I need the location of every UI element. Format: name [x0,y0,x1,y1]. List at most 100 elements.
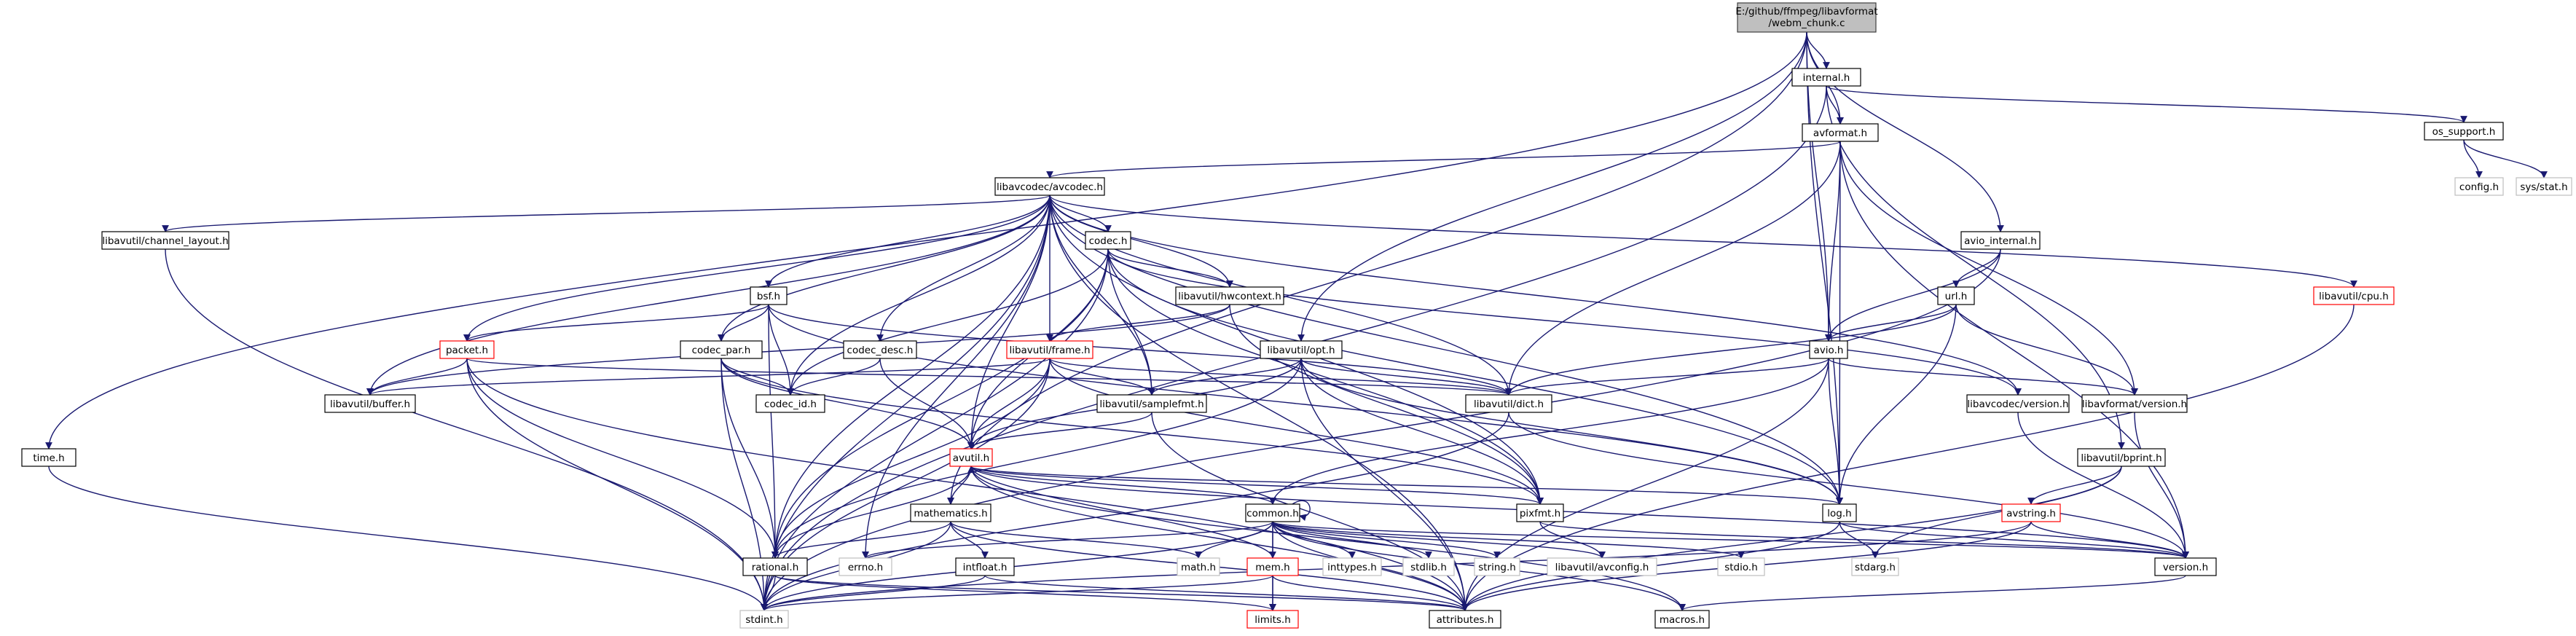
node-box-inttypes[interactable] [1322,557,1382,576]
node-box-macros[interactable] [1654,610,1710,629]
node-box-limits[interactable] [1246,610,1299,629]
node-box-stdio[interactable] [1717,557,1765,576]
node-box-avstring[interactable] [2001,503,2061,522]
node-box-bprint[interactable] [2077,448,2166,467]
node-box-chlayout[interactable] [101,231,229,250]
node-chlayout[interactable]: libavutil/channel_layout.h [101,231,229,250]
node-intfloat[interactable]: intfloat.h [955,557,1015,576]
node-box-dict[interactable] [1465,394,1552,413]
node-box-attributes[interactable] [1429,610,1501,629]
node-avstring[interactable]: avstring.h [2001,503,2061,522]
node-log[interactable]: log.h [1822,503,1857,522]
node-samplefmt[interactable]: libavutil/samplefmt.h [1096,394,1207,413]
node-box-cpu[interactable] [2313,286,2395,305]
node-avutil[interactable]: avutil.h [949,448,993,467]
node-box-frame[interactable] [1006,340,1093,359]
node-errno[interactable]: errno.h [839,557,892,576]
node-cpu[interactable]: libavutil/cpu.h [2313,286,2395,305]
node-buffer[interactable]: libavutil/buffer.h [324,394,416,413]
node-common[interactable]: common.h [1245,503,1300,522]
node-box-root[interactable] [1737,2,1877,33]
node-box-internal[interactable] [1791,68,1861,87]
node-packet[interactable]: packet.h [439,340,495,359]
node-lavc_version[interactable]: libavcodec/version.h [1966,394,2070,413]
node-dict[interactable]: libavutil/dict.h [1465,394,1552,413]
node-box-avconfig[interactable] [1547,557,1657,576]
node-box-rational[interactable] [742,557,808,576]
node-attributes[interactable]: attributes.h [1429,610,1501,629]
node-hwcontext[interactable]: libavutil/hwcontext.h [1175,286,1284,305]
node-mathematics[interactable]: mathematics.h [910,503,991,522]
node-avio_internal[interactable]: avio_internal.h [1960,231,2041,250]
node-box-avcodec[interactable] [994,177,1105,196]
node-box-time[interactable] [21,448,76,467]
node-root[interactable]: E:/github/ffmpeg/libavformat/webm_chunk.… [1735,2,1878,33]
node-sysstat[interactable]: sys/stat.h [2516,177,2572,196]
node-bsf[interactable]: bsf.h [750,286,788,305]
node-box-os_support[interactable] [2424,122,2504,141]
node-box-math[interactable] [1177,557,1220,576]
node-box-avio_internal[interactable] [1960,231,2041,250]
node-stdio[interactable]: stdio.h [1717,557,1765,576]
node-box-stdarg[interactable] [1851,557,1899,576]
node-box-log[interactable] [1822,503,1857,522]
node-box-avio[interactable] [1809,340,1848,359]
node-config[interactable]: config.h [2454,177,2504,196]
node-box-common[interactable] [1245,503,1300,522]
node-box-codec_id[interactable] [755,394,825,413]
node-pixfmt[interactable]: pixfmt.h [1516,503,1564,522]
node-mem[interactable]: mem.h [1246,557,1299,576]
node-url[interactable]: url.h [1937,286,1975,305]
node-os_support[interactable]: os_support.h [2424,122,2504,141]
node-box-url[interactable] [1937,286,1975,305]
node-box-codec_desc[interactable] [843,340,917,359]
node-codec_par[interactable]: codec_par.h [680,340,763,359]
node-box-mathematics[interactable] [910,503,991,522]
node-box-packet[interactable] [439,340,495,359]
node-stdlib[interactable]: stdlib.h [1402,557,1455,576]
node-string[interactable]: string.h [1474,557,1520,576]
node-box-codec_par[interactable] [680,340,763,359]
node-box-buffer[interactable] [324,394,416,413]
node-lavf_version[interactable]: libavformat/version.h [2081,394,2188,413]
node-box-avutil[interactable] [949,448,993,467]
node-avio[interactable]: avio.h [1809,340,1848,359]
node-box-lavc_version[interactable] [1966,394,2070,413]
node-internal[interactable]: internal.h [1791,68,1861,87]
node-box-mem[interactable] [1246,557,1299,576]
node-stdarg[interactable]: stdarg.h [1851,557,1899,576]
node-box-version[interactable] [2154,557,2217,576]
node-macros[interactable]: macros.h [1654,610,1710,629]
node-avformat[interactable]: avformat.h [1802,123,1879,142]
node-box-avformat[interactable] [1802,123,1879,142]
node-box-string[interactable] [1474,557,1520,576]
node-opt[interactable]: libavutil/opt.h [1260,340,1343,359]
node-rational[interactable]: rational.h [742,557,808,576]
node-codec_id[interactable]: codec_id.h [755,394,825,413]
node-version[interactable]: version.h [2154,557,2217,576]
node-box-intfloat[interactable] [955,557,1015,576]
node-box-sysstat[interactable] [2516,177,2572,196]
node-box-stdlib[interactable] [1402,557,1455,576]
node-box-opt[interactable] [1260,340,1343,359]
node-limits[interactable]: limits.h [1246,610,1299,629]
node-box-bsf[interactable] [750,286,788,305]
node-avconfig[interactable]: libavutil/avconfig.h [1547,557,1657,576]
node-box-samplefmt[interactable] [1096,394,1207,413]
node-inttypes[interactable]: inttypes.h [1322,557,1382,576]
node-box-hwcontext[interactable] [1175,286,1284,305]
node-stdint[interactable]: stdint.h [739,610,789,629]
node-box-config[interactable] [2454,177,2504,196]
node-time[interactable]: time.h [21,448,76,467]
node-box-lavf_version[interactable] [2081,394,2188,413]
node-math[interactable]: math.h [1177,557,1220,576]
node-box-errno[interactable] [839,557,892,576]
node-box-stdint[interactable] [739,610,789,629]
node-box-codec[interactable] [1085,231,1131,250]
node-frame[interactable]: libavutil/frame.h [1006,340,1093,359]
node-avcodec[interactable]: libavcodec/avcodec.h [994,177,1105,196]
node-bprint[interactable]: libavutil/bprint.h [2077,448,2166,467]
node-codec[interactable]: codec.h [1085,231,1131,250]
node-box-pixfmt[interactable] [1516,503,1564,522]
node-codec_desc[interactable]: codec_desc.h [843,340,917,359]
